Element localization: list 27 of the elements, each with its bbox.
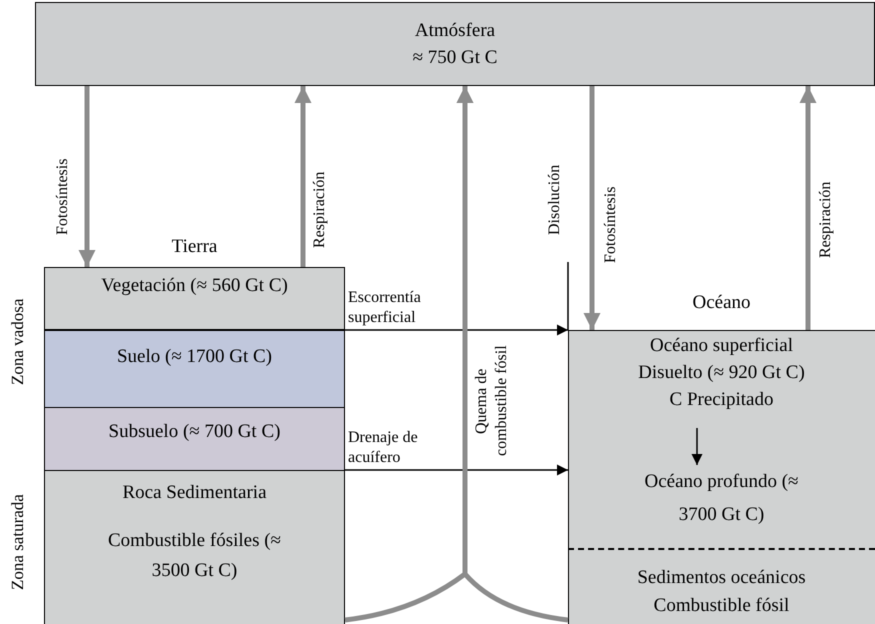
node-text: C Precipitado — [670, 388, 774, 412]
node-title: Océano superficial — [650, 334, 793, 358]
soil-layer — [44, 330, 345, 407]
node-title: Atmósfera — [414, 19, 496, 43]
node-title: Suelo (≈ 1700 Gt C) — [116, 345, 272, 369]
arrow — [692, 428, 702, 465]
arrow — [584, 86, 600, 330]
node-text: Combustible fósiles (≈ 3500 Gt C) — [107, 529, 282, 583]
node-title: Sedimentos oceánicos — [637, 566, 806, 590]
region-heading: Tierra — [172, 235, 218, 259]
rock-layer — [44, 470, 345, 624]
node-title: Roca Sedimentaria — [122, 481, 267, 505]
subsoil-layer — [44, 407, 345, 470]
node-title: Subsuelo (≈ 700 Gt C) — [108, 420, 280, 444]
arrow — [345, 324, 568, 336]
node-text: Disuelto (≈ 920 Gt C) — [638, 361, 805, 385]
arrow — [800, 86, 816, 330]
arrow — [345, 464, 568, 476]
node-title: Océano profundo (≈ 3700 Gt C) — [644, 470, 800, 527]
arrow — [294, 86, 312, 267]
node-title: Vegetación (≈ 560 Gt C) — [101, 274, 288, 298]
region-heading: Océano — [692, 291, 751, 315]
arrow — [78, 86, 96, 267]
node-text: ≈ 750 Gt C — [412, 46, 498, 70]
vegetation-layer — [44, 267, 345, 330]
node-text: Combustible fósil — [654, 594, 790, 618]
atmosphere-box — [35, 2, 875, 86]
